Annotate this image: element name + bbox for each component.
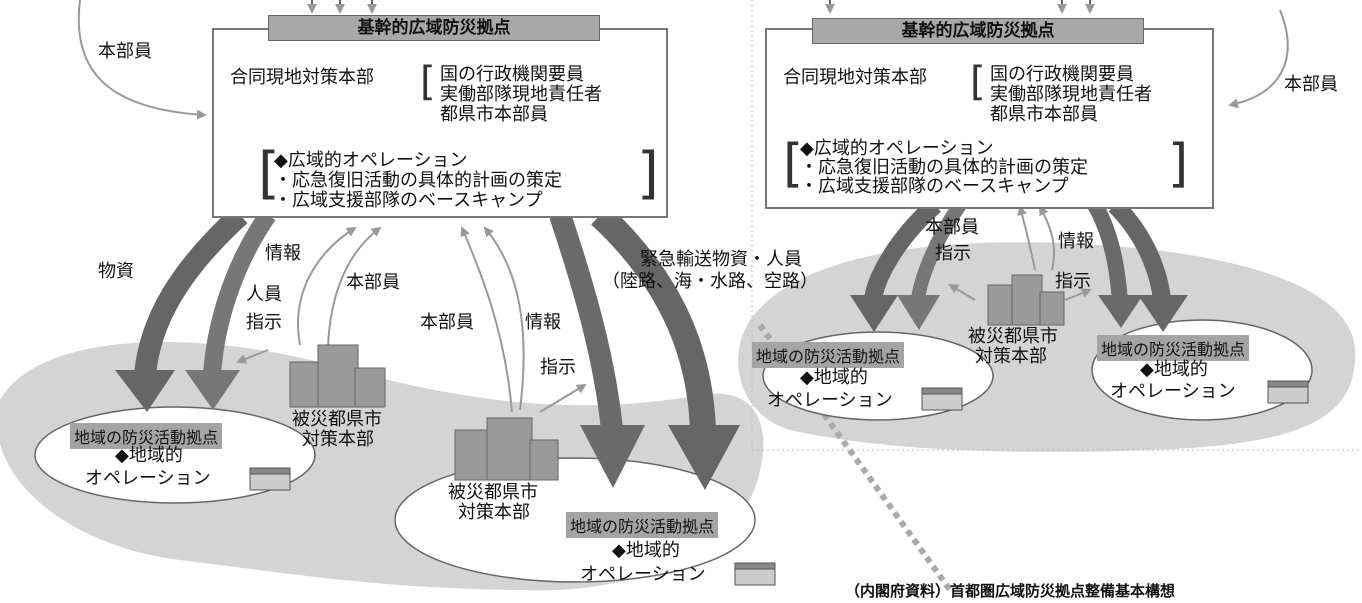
right-members-bracket: [ [970, 59, 986, 105]
right-label-hq-staff: 本部員 [925, 217, 979, 238]
building-icon-right [987, 274, 1065, 326]
left-op-1: ◆広域的オペレーション [274, 150, 468, 171]
label-emergency-2: （陸路、海・水路、空路） [602, 271, 818, 292]
right-thin-arrow-1 [1017, 205, 1036, 271]
right-base-2-line1: ◆地域的 [1140, 359, 1208, 380]
right-disaster-hq-line1: 被災都県市 [968, 326, 1058, 347]
left-ops-bracket-r: ] [637, 141, 659, 206]
right-hq-staff-arrow [1228, 9, 1289, 109]
left-disaster-hq-2-line2: 対策本部 [458, 502, 530, 523]
left-base-2-line1: ◆地域的 [612, 540, 680, 561]
thin-arrow-info-2 [483, 226, 525, 411]
left-disaster-hq-1-line1: 被災都県市 [292, 409, 382, 430]
left-hq-box [212, 28, 668, 218]
shop-icon-2 [734, 562, 776, 586]
left-disaster-hq-2-line1: 被災都県市 [448, 482, 538, 503]
right-hq-staff-label: 本部員 [1284, 74, 1338, 95]
right-op-1: ◆広域的オペレーション [800, 138, 994, 159]
right-thick-arrow-1 [864, 198, 941, 302]
right-op-2: ・応急復旧活動の具体的計画の策定 [800, 157, 1088, 178]
right-hq-box [765, 28, 1214, 209]
right-label-info: 情報 [1058, 231, 1094, 252]
shop-icon-1 [249, 467, 291, 491]
building-icon-left-1 [289, 344, 386, 408]
thin-arrow-instruction-2 [539, 383, 587, 413]
left-member-1: 国の行政機関要員 [440, 64, 584, 85]
right-thick-arrow-2 [911, 200, 966, 301]
left-disaster-hq-1-line2: 対策本部 [302, 429, 374, 450]
right-thin-arrow-4 [1064, 288, 1092, 301]
right-hq-title: 基幹的広域防災拠点 [812, 18, 1144, 44]
right-op-3: ・広域支援部隊のベースキャンプ [800, 176, 1069, 197]
right-base-2-tag: 地域の防災活動拠点 [1097, 335, 1250, 361]
right-label-instruction-1: 指示 [935, 243, 971, 264]
right-member-3: 都県市本部員 [990, 104, 1098, 125]
left-base-1-line1: ◆地域的 [115, 445, 183, 466]
thin-arrow-hq-down [327, 226, 382, 349]
label-hq-staff-3: 本部員 [420, 312, 474, 333]
right-thick-arrow-4 [1108, 198, 1171, 302]
right-label-instruction-2: 指示 [1055, 271, 1091, 292]
right-thick-arrow-3 [1087, 201, 1128, 301]
label-instruction-1: 指示 [246, 312, 282, 333]
left-hq-staff-label: 本部員 [98, 41, 152, 62]
thick-arrow-emergency-1 [549, 211, 623, 432]
left-base-1-tag: 地域の防災活動拠点 [70, 423, 223, 449]
thick-arrow-goods-1 [134, 206, 248, 377]
source-caption: （内閣府資料）首都圏広域防災拠点整備基本構想 [845, 582, 1176, 600]
thin-arrow-info-up [297, 226, 357, 346]
thin-arrow-instruction-1 [236, 349, 269, 364]
left-base-1-line2: オペレーション [85, 468, 211, 489]
right-base-1-line2: オペレーション [767, 390, 893, 411]
thick-arrow-goods-2 [203, 209, 276, 376]
left-ops-bracket-l: [ [258, 141, 280, 206]
right-thin-arrow-3 [948, 283, 976, 301]
left-base-2-tag: 地域の防災活動拠点 [566, 512, 719, 538]
thick-arrow-emergency-2 [591, 205, 716, 431]
left-members-bracket: [ [420, 59, 436, 105]
label-emergency-1: 緊急輸送物資・人員 [640, 249, 802, 270]
left-op-2: ・応急復旧活動の具体的計画の策定 [274, 170, 562, 191]
shop-icon-3 [921, 387, 963, 411]
label-goods: 物資 [98, 261, 134, 282]
thin-arrow-hq-2 [460, 226, 513, 413]
label-info-1: 情報 [265, 243, 301, 264]
left-op-3: ・広域支援部隊のベースキャンプ [274, 190, 543, 211]
left-member-2: 実働部隊現地責任者 [440, 84, 602, 105]
label-instruction-2: 指示 [540, 357, 576, 378]
building-icon-left-2 [454, 417, 559, 481]
left-hq-staff-arrow [77, 0, 207, 120]
right-member-2: 実働部隊現地責任者 [990, 84, 1152, 105]
left-hq-subtitle: 合同現地対策本部 [230, 67, 374, 88]
label-staff: 人員 [246, 284, 282, 305]
right-disaster-hq-line2: 対策本部 [975, 346, 1047, 367]
right-ops-bracket-l: [ [783, 134, 804, 194]
left-member-3: 都県市本部員 [440, 104, 548, 125]
right-thin-arrow-2 [1039, 205, 1056, 271]
left-base-2-line2: オペレーション [580, 564, 706, 585]
right-hq-subtitle: 合同現地対策本部 [783, 67, 927, 88]
shop-icon-4 [1267, 380, 1309, 404]
right-ops-bracket-r: ] [1168, 134, 1189, 194]
right-base-1-tag: 地域の防災活動拠点 [752, 342, 905, 368]
left-hq-title: 基幹的広域防災拠点 [268, 15, 600, 41]
right-base-2-line2: オペレーション [1110, 381, 1236, 402]
label-info-2: 情報 [525, 312, 561, 333]
right-member-1: 国の行政機関要員 [990, 64, 1134, 85]
label-hq-staff-2: 本部員 [346, 272, 400, 293]
right-base-1-line1: ◆地域的 [800, 367, 868, 388]
